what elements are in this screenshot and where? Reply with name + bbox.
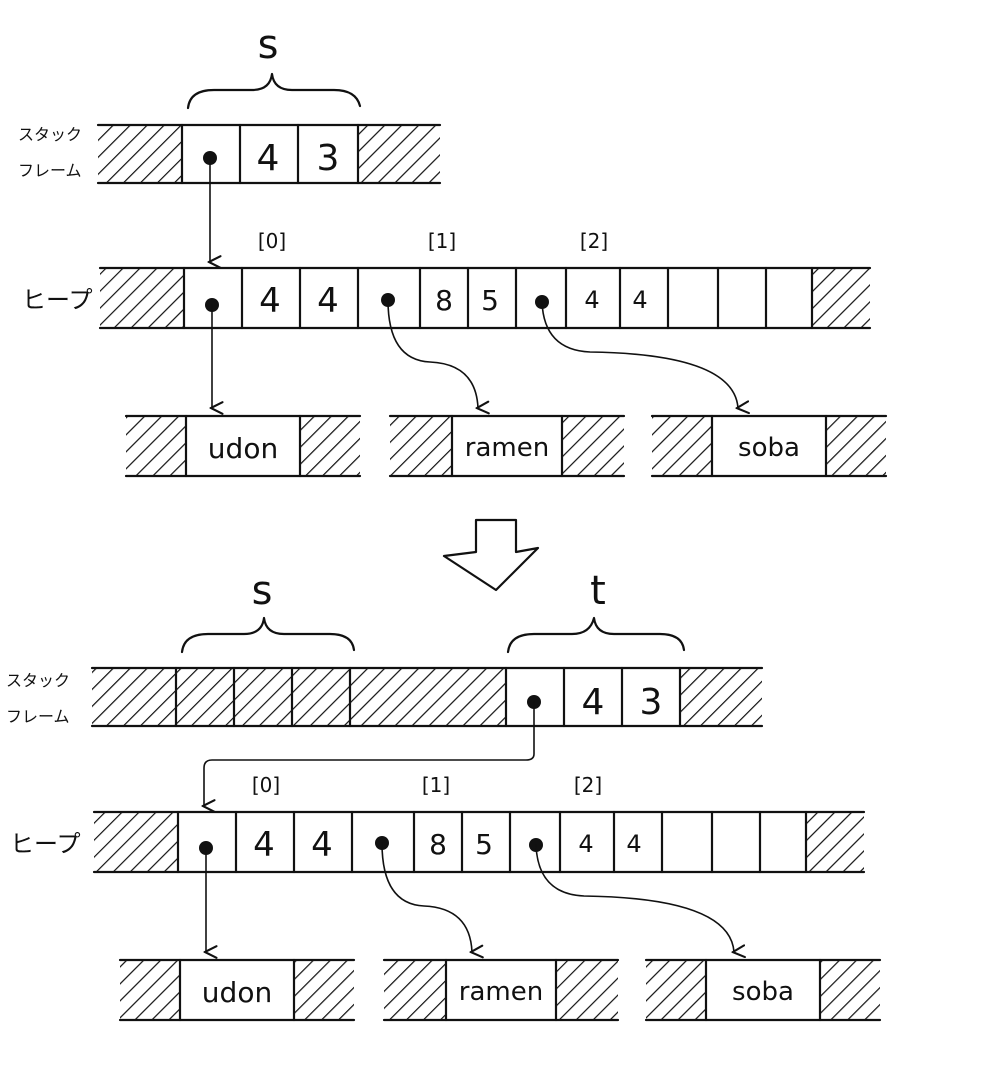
index-2-top: [2] [580,229,608,253]
heap-v0-cap-top: 4 [317,281,339,321]
stack-len-bottom: 4 [582,682,605,723]
down-arrow-icon [442,518,540,592]
heap-v2-len-bottom: 4 [578,830,593,858]
string-buffer-ramen-top: ramen [388,414,626,478]
pointer-arrow-soba-top [541,301,738,408]
heap-v2-len-top: 4 [584,286,599,314]
heap-v2-cap-bottom: 4 [626,830,641,858]
stack-cap-bottom: 3 [640,682,663,723]
index-1-bottom: [1] [422,773,450,797]
stack-cap-top: 3 [317,138,340,179]
string-ramen-top: ramen [465,433,549,463]
heap-v0-cap-bottom: 4 [311,825,333,865]
pointer-arrow-ramen-top [387,299,478,408]
brace-t-bottom [506,616,686,654]
heap-label-top: ヒープ [22,286,93,314]
string-buffer-udon-bottom: udon [118,958,356,1022]
stack-frame-top: 4 3 [96,123,442,185]
string-udon-bottom: udon [202,976,272,1009]
heap-v1-cap-bottom: 5 [475,828,493,861]
string-buffer-soba-top: soba [650,414,888,478]
var-s-label-top: s [258,22,279,68]
stack-frame-label-top-1: スタック [18,125,82,144]
index-2-bottom: [2] [574,773,602,797]
stack-frame-label-bottom-1: スタック [6,671,70,690]
brace-s-top [186,72,362,110]
heap-v0-len-bottom: 4 [253,825,275,865]
before-move: s スタック フレーム 4 3 [0] [1] [2] ヒープ [18,22,888,478]
heap-v1-len-top: 8 [435,284,453,317]
string-ramen-bottom: ramen [459,977,543,1007]
pointer-arrow-stack-to-heap-bottom [204,701,535,806]
stack-len-top: 4 [257,138,280,179]
index-0-top: [0] [258,229,286,253]
stack-frame-label-bottom-2: フレーム [6,707,70,726]
index-0-bottom: [0] [252,773,280,797]
heap-v2-cap-top: 4 [632,286,647,314]
string-buffer-soba-bottom: soba [644,958,882,1022]
heap-v1-len-bottom: 8 [429,828,447,861]
pointer-arrow-ramen-bottom [381,842,472,952]
string-soba-top: soba [738,433,800,463]
brace-s-bottom [180,616,356,654]
index-1-top: [1] [428,229,456,253]
string-buffer-udon-top: udon [124,414,362,478]
heap-label-bottom: ヒープ [10,830,81,858]
heap-strip-bottom: 4 4 8 5 4 4 [92,810,866,874]
heap-v1-cap-top: 5 [481,284,499,317]
pointer-arrow-soba-bottom [535,844,734,952]
var-s-label-bottom: s [252,568,273,614]
stack-frame-bottom: 4 3 [90,666,764,728]
string-soba-bottom: soba [732,977,794,1007]
heap-v0-len-top: 4 [259,281,281,321]
string-udon-top: udon [208,432,278,465]
var-t-label-bottom: t [590,568,606,614]
string-buffer-ramen-bottom: ramen [382,958,620,1022]
heap-strip-top: 4 4 8 5 4 4 [98,266,872,330]
after-move: s t スタック フレーム 4 3 [0] [1] [6,568,882,1022]
stack-frame-label-top-2: フレーム [18,161,82,180]
